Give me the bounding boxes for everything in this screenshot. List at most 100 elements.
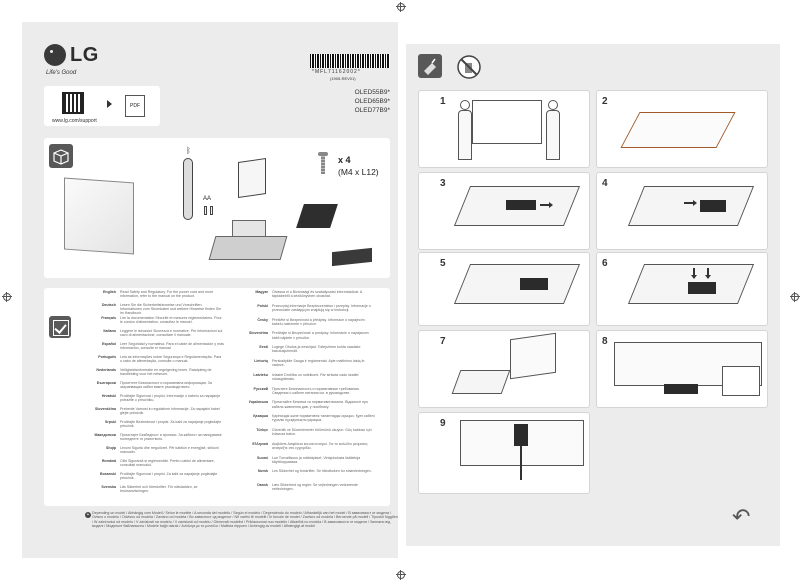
stand-illustration [506,200,536,210]
step-number: 1 [440,96,446,107]
step-number: 8 [602,336,608,347]
safety-text: Prečítajte si Bezpečnosť a predpisy. Inf… [272,331,369,340]
arrow-icon [540,202,553,208]
manual-illustration [238,158,266,198]
safety-language: Česky [257,317,268,322]
qr-code [62,92,84,114]
lg-logo-icon [44,44,66,66]
safety-row: Polski Przeczytaj informacje Bezpieczeńst… [236,304,376,312]
safety-text: Olvassa el a Biztonsági és szabályozási … [272,290,363,299]
stand-illustration [700,200,726,212]
safety-row: Slovenčina Prečítajte si Bezpečnosť a pre… [236,331,376,339]
registration-mark-bottom [396,570,406,580]
cable-cover-illustration [514,424,528,446]
safety-language: Български [96,381,116,385]
safety-text: Preberite Varnost in regulativne informa… [120,407,220,416]
safety-text: Pročitajte Bezbednost i propisi. Za kabl… [120,420,222,429]
step-number: 3 [440,178,446,189]
safety-row: Česky Přečtěte si Bezpečnost a předpisy. … [236,318,376,326]
safety-language: Русский [253,386,268,391]
safety-language: Polski [257,303,268,308]
safety-text: Přečtěte si Bezpečnost a předpisy. Infor… [272,317,365,326]
screw-count: x 4 [338,155,351,165]
safety-text: Citiți Siguranță și reglementări. Pentru… [120,459,215,468]
plus-icon: + [85,512,91,518]
safety-text: Leia as informações sobre Segurança e Re… [120,355,222,364]
step-card-7 [418,330,590,408]
pdf-icon: PDF [125,95,145,117]
safety-language: Magyar [255,290,268,294]
safety-text: Les Sikkerhet og forskrifter. Se håndbok… [272,469,372,474]
registration-mark-left [2,292,12,302]
person-illustration [546,100,560,160]
safety-language: Eesti [259,345,268,350]
registration-mark-top [396,2,406,12]
safety-language: Nederlands [96,368,116,372]
safety-row: Български Прочетете Безопасност и нормати… [84,381,224,389]
safety-language: English [103,290,116,294]
stand-illustration [664,384,698,394]
safety-language: Lietuvių [254,359,268,363]
safety-language: Slovenščina [95,407,116,411]
safety-text: Lesen Sie die Sicherheitshinweise und Vo… [120,303,222,316]
safety-text: Izlasiet Drošība un noteikumi. Par strāv… [272,372,359,381]
brand-tagline: Life's Good [46,70,77,76]
safety-language: Suomi [257,455,268,460]
safety-language: Français [101,316,116,320]
arrow-down-icon [705,268,711,279]
safety-text: Güvenlik ve Düzenlemeler bölümünü okuyun… [272,428,372,437]
step-number: 6 [602,258,608,269]
model-list: OLED55B9* OLED65B9* OLED77B9* [355,88,390,115]
person-illustration [458,100,472,160]
step-number: 4 [602,178,608,189]
safety-text: Read Safety and Regulatory. For the powe… [120,290,214,299]
safety-text: Прочитайте Безпека та нормативні вимоги.… [272,400,369,409]
remote-control-illustration [183,158,193,220]
screw-icon [318,152,328,174]
safety-language: Hrvatski [101,394,116,398]
check-icon [49,316,71,338]
tv-flat-illustration [451,370,511,394]
stand-base-illustration [208,236,288,260]
arrow-icon [684,200,697,206]
safety-text: Przeczytaj informacje Bezpieczeństwo i p… [272,303,371,312]
safety-text: Прочитајте Безбедност и прописи. За кабе… [120,433,222,442]
screw-spec: (M4 x L12) [338,167,379,177]
safety-text: Прочетете Безопасност и нормативна инфор… [120,381,212,390]
step-number: 5 [440,258,446,269]
barcode-revision: (1905-REV01) [330,76,356,81]
safety-language: Deutsch [101,303,116,307]
safety-language: Italiano [103,329,116,333]
stand-illustration [520,278,548,290]
support-url: www.lg.com/support [52,118,97,124]
tv-face-down-illustration [620,112,736,148]
safety-language: Srpski [105,420,116,424]
box-icon [49,144,73,168]
tv-standing-illustration [510,332,556,380]
battery-label: AA [203,196,212,202]
safety-language: Slovenčina [249,331,268,336]
no-spray-icon [456,54,482,80]
safety-text: Veiligheidsinformatie en regelgeving lez… [120,368,212,377]
tv-back-illustration [453,264,581,304]
model-name: OLED65B9* [354,98,390,105]
cable-illustration [520,446,522,480]
cloth-icon [418,54,442,78]
barcode [310,54,390,68]
model-name: OLED77B9* [354,107,390,114]
safety-text: Διαβάστε Ασφάλεια και κανονισμοί. Για το… [272,441,368,450]
safety-row: Slovenščina Preberite Varnost in regulati… [84,407,224,415]
bluetooth-icon: ᛒ [186,146,191,155]
safety-text: Қауіпсіздік және нормативтік талаптарды … [272,414,375,423]
